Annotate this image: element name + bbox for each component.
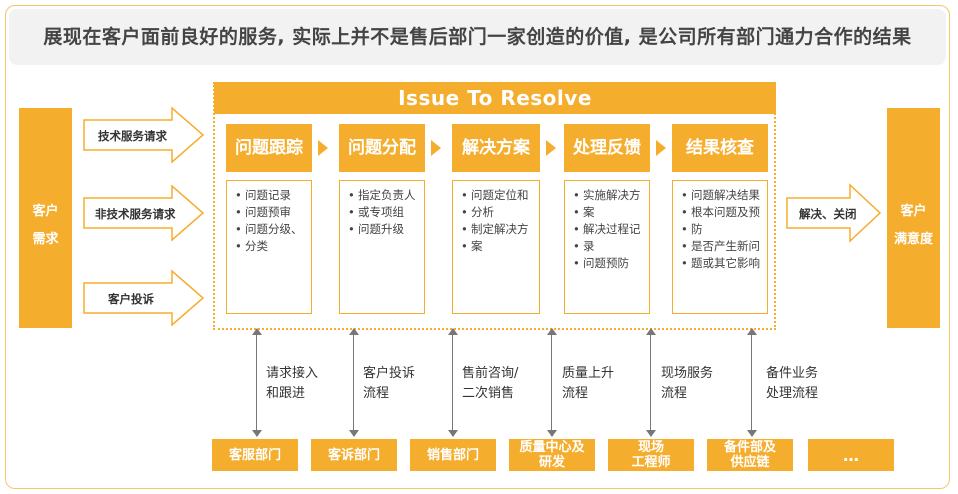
- customer-satisfaction-box: 客户 满意度: [887, 108, 940, 328]
- dept-complaints: 客诉部门: [311, 439, 397, 471]
- customer-need-box: 客户 需求: [19, 108, 72, 328]
- process-title: Issue To Resolve: [214, 82, 776, 114]
- card-item: 问题解决结果: [681, 187, 763, 204]
- card-item: 录: [573, 238, 645, 255]
- flow-label-line: 和跟进: [266, 386, 306, 401]
- card-item: 根本问题及预: [681, 204, 763, 221]
- flow-label-line: 售前咨询/: [462, 366, 519, 381]
- connector-line: [447, 328, 458, 437]
- title-bar: 展现在客户面前良好的服务, 实际上并不是售后部门一家创造的价值, 是公司所有部门…: [9, 9, 946, 65]
- dept-label: 工程师: [631, 455, 671, 470]
- flow-label-quality: 质量上升 流程: [562, 364, 614, 404]
- card-item: 实施解决方: [573, 187, 645, 204]
- card-assignment: 指定负责人 或专项组 问题升级: [339, 180, 425, 314]
- card-item: 问题分级、: [235, 221, 307, 238]
- flow-label-presales: 售前咨询/ 二次销售: [462, 364, 518, 404]
- customer-need-line1: 客户: [32, 204, 59, 219]
- input-arrow-complaint: [83, 269, 205, 327]
- dept-label: 客服部门: [228, 447, 281, 463]
- card-tracking: 问题记录 问题预审 问题分级、 分类: [226, 180, 312, 314]
- card-verification: 问题解决结果 根本问题及预 防 是否产生新问 题或其它影响: [672, 180, 768, 314]
- card-item: 是否产生新问: [681, 238, 763, 255]
- step-verification: 结果核查: [672, 124, 768, 172]
- flow-label-line: 流程: [562, 386, 589, 401]
- card-item: 问题定位和: [461, 187, 535, 204]
- page-title: 展现在客户面前良好的服务, 实际上并不是售后部门一家创造的价值, 是公司所有部门…: [43, 26, 912, 48]
- step-feedback: 处理反馈: [564, 124, 650, 172]
- card-item: 问题预审: [235, 204, 307, 221]
- customer-satisfaction-line1: 客户: [900, 204, 927, 219]
- dept-label: 供应链: [730, 455, 770, 470]
- customer-satisfaction-line2: 满意度: [893, 232, 933, 247]
- card-item: 解决过程记: [573, 221, 645, 238]
- card-item: 问题记录: [235, 187, 307, 204]
- dept-quality-rd: 质量中心及 研发: [509, 439, 595, 471]
- flow-label-line: 请求接入: [266, 366, 319, 381]
- dept-label: …: [843, 445, 859, 465]
- card-item: 案: [573, 204, 645, 221]
- card-solution: 问题定位和 分析 制定解决方 案: [452, 180, 540, 314]
- step-tracking: 问题跟踪: [226, 124, 312, 172]
- step-arrow-2: [431, 140, 441, 156]
- dept-more: …: [808, 439, 894, 471]
- step-arrow-3: [546, 140, 556, 156]
- step-arrow-1: [318, 140, 328, 156]
- input-arrow-technical: [83, 106, 205, 164]
- card-feedback: 实施解决方 案 解决过程记 录 问题预防: [564, 180, 650, 314]
- flow-label-line: 现场服务: [661, 366, 714, 381]
- card-item: 问题升级: [348, 221, 420, 238]
- connector-line: [746, 328, 757, 437]
- connector-line: [348, 328, 359, 437]
- flow-label-line: 流程: [661, 386, 688, 401]
- step-solution: 解决方案: [452, 124, 540, 172]
- dept-field-engineer: 现场 工程师: [608, 439, 694, 471]
- card-item: 制定解决方: [461, 221, 535, 238]
- dept-label: 备件部及: [723, 440, 776, 455]
- flow-label-line: 二次销售: [462, 386, 515, 401]
- card-item: 或专项组: [348, 204, 420, 221]
- input-label-non-technical: 非技术服务请求: [95, 207, 176, 221]
- flow-label-line: 备件业务: [766, 366, 819, 381]
- flow-label-complaint: 客户投诉 流程: [363, 364, 415, 404]
- card-item: 题或其它影响: [681, 255, 763, 272]
- connector-line: [645, 328, 656, 437]
- step-assignment: 问题分配: [339, 124, 425, 172]
- input-arrow-non-technical: [83, 184, 205, 242]
- flow-label-line: 质量上升: [562, 366, 615, 381]
- input-label-complaint: 客户投诉: [108, 292, 154, 306]
- dept-label: 质量中心及: [519, 440, 585, 455]
- card-item: 问题预防: [573, 255, 645, 272]
- card-item: 防: [681, 221, 763, 238]
- dept-label: 客诉部门: [327, 447, 380, 463]
- flow-label-request: 请求接入 和跟进: [266, 364, 318, 404]
- output-arrow: [786, 183, 882, 243]
- output-label: 解决、关闭: [799, 207, 857, 221]
- card-item: 分类: [235, 238, 307, 255]
- flow-label-line: 处理流程: [766, 386, 819, 401]
- connector-line: [251, 328, 262, 437]
- dept-label: 销售部门: [426, 447, 479, 463]
- card-item: 指定负责人: [348, 187, 420, 204]
- flow-label-line: 流程: [363, 386, 390, 401]
- flow-label-spare-parts: 备件业务 处理流程: [766, 364, 818, 404]
- connector-line: [546, 328, 557, 437]
- input-label-technical: 技术服务请求: [98, 129, 167, 143]
- customer-need-line2: 需求: [32, 232, 59, 247]
- flow-label-line: 客户投诉: [363, 366, 416, 381]
- dept-label: 研发: [538, 455, 565, 470]
- dept-spare-parts: 备件部及 供应链: [707, 439, 793, 471]
- step-arrow-4: [656, 140, 666, 156]
- dept-customer-service: 客服部门: [212, 439, 298, 471]
- dept-sales: 销售部门: [410, 439, 496, 471]
- flow-label-onsite: 现场服务 流程: [661, 364, 713, 404]
- outer-frame: [5, 5, 950, 489]
- dept-label: 现场: [637, 440, 664, 455]
- card-item: 案: [461, 238, 535, 255]
- card-item: 分析: [461, 204, 535, 221]
